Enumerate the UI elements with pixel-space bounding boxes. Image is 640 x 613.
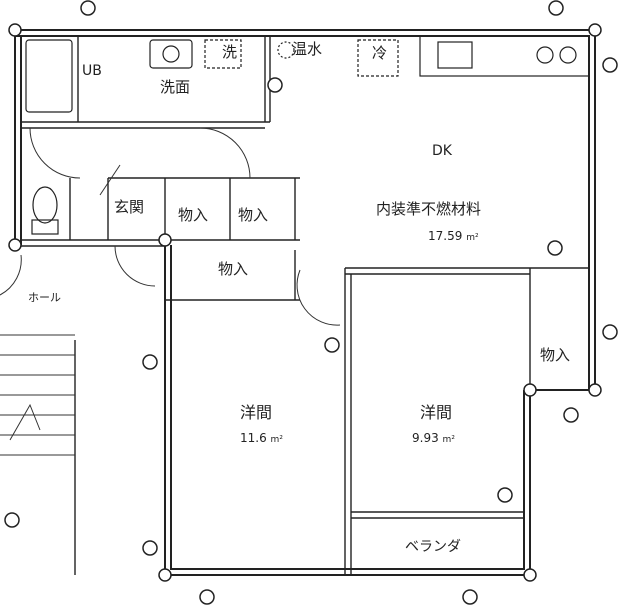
washing-machine-spot xyxy=(204,39,242,69)
room-area-western-1: 11.6 m² xyxy=(240,431,283,445)
room-label-entrance: 玄関 xyxy=(114,198,145,216)
column-marker xyxy=(8,238,22,252)
window-symbol xyxy=(563,407,579,423)
window-symbol xyxy=(547,240,563,256)
stove-burner xyxy=(536,46,554,64)
door-swing xyxy=(114,245,156,287)
sink-bowl xyxy=(162,45,180,63)
window-symbol xyxy=(80,0,96,16)
room-label-ub: UB xyxy=(82,63,102,79)
column-marker xyxy=(588,383,602,397)
inner-wall xyxy=(21,121,270,129)
inner-wall xyxy=(165,250,300,301)
outer-wall xyxy=(15,29,596,268)
fixture-label-fridge: 冷 xyxy=(372,44,388,62)
column-marker xyxy=(8,23,22,37)
column-marker xyxy=(588,23,602,37)
fridge-spot xyxy=(357,39,399,77)
room-label-storage-4: 物入 xyxy=(540,346,571,364)
room-label-western-1: 洋間 xyxy=(240,403,273,422)
kitchen-sink xyxy=(437,41,473,69)
water-heater xyxy=(277,41,295,59)
toilet-tank xyxy=(31,219,59,235)
fixture-label-washing-machine: 洗 xyxy=(222,43,238,61)
room-label-storage-2: 物入 xyxy=(238,206,269,224)
kitchen-counter xyxy=(419,35,590,77)
column-marker xyxy=(523,568,537,582)
door-swing xyxy=(296,269,341,326)
window-symbol xyxy=(462,589,478,605)
inner-wall xyxy=(69,178,296,300)
toilet xyxy=(32,186,58,224)
column-marker xyxy=(158,233,172,247)
room-label-dk: DK xyxy=(432,143,452,159)
window-symbol xyxy=(548,0,564,16)
window-symbol xyxy=(267,77,283,93)
window-symbol xyxy=(602,57,618,73)
room-label-hall: ホール xyxy=(28,291,61,304)
window-symbol xyxy=(324,337,340,353)
stair-arrow xyxy=(9,403,41,441)
inner-wall xyxy=(344,268,352,575)
inner-wall xyxy=(351,511,524,519)
window-symbol xyxy=(142,540,158,556)
room-label-veranda: ベランダ xyxy=(405,539,461,555)
sink xyxy=(149,39,193,69)
room-area-western-2: 9.93 m² xyxy=(412,431,455,445)
window-symbol xyxy=(199,589,215,605)
column-marker xyxy=(158,568,172,582)
window-symbol xyxy=(142,354,158,370)
window-symbol xyxy=(4,512,20,528)
window-symbol xyxy=(602,324,618,340)
door-swing xyxy=(29,127,81,179)
door-swing xyxy=(99,164,121,196)
room-label-storage-1: 物入 xyxy=(178,206,209,224)
room-label-washroom: 洗面 xyxy=(160,78,191,96)
column-marker xyxy=(523,383,537,397)
outer-wall xyxy=(588,262,596,390)
room-note-dk: 内装準不燃材料 xyxy=(376,200,482,218)
fixture-label-water-heater: 温水 xyxy=(292,40,323,58)
room-label-storage-3: 物入 xyxy=(218,260,249,278)
bathtub xyxy=(25,39,73,113)
room-area-dk: 17.59 m² xyxy=(428,229,479,243)
door-swing xyxy=(0,254,22,296)
window-symbol xyxy=(497,487,513,503)
inner-wall xyxy=(77,36,271,122)
room-label-western-2: 洋間 xyxy=(420,403,453,422)
outer-wall xyxy=(164,245,531,576)
stove-burner xyxy=(559,46,577,64)
inner-wall xyxy=(345,267,590,275)
outer-wall xyxy=(14,30,22,245)
door-swing xyxy=(199,127,251,179)
